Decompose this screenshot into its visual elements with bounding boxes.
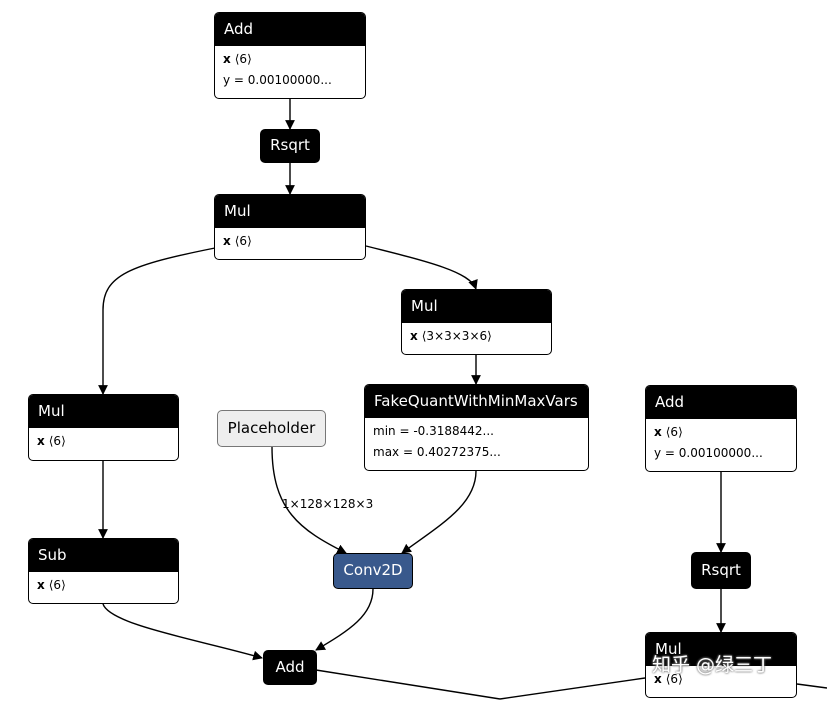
node-title: Sub — [29, 539, 178, 572]
attr-value: ⟨6⟩ — [665, 425, 683, 439]
edge-right-out — [796, 683, 827, 689]
node-title: Placeholder — [227, 419, 316, 437]
attr-value: ⟨6⟩ — [48, 434, 66, 448]
attr-name: x — [223, 234, 231, 248]
node-title: Add — [275, 658, 305, 676]
node-add-2[interactable]: Add x⟨6⟩ y = 0.00100000... — [645, 385, 797, 472]
attr-name: x — [654, 425, 662, 439]
edge-mul4-out — [499, 677, 646, 700]
node-title: Rsqrt — [270, 136, 310, 154]
attr-name: x — [410, 329, 418, 343]
node-title: Mul — [29, 395, 178, 428]
node-add-3[interactable]: Add — [263, 650, 317, 685]
node-title: Mul — [402, 290, 551, 323]
node-title: Add — [646, 386, 796, 419]
edge-conv2d-add3 — [315, 588, 374, 651]
attr-name: x — [37, 578, 45, 592]
node-title: Mul — [215, 195, 365, 228]
node-placeholder[interactable]: Placeholder — [217, 410, 326, 447]
edge-mul1-mul3 — [98, 247, 216, 395]
attr-value: ⟨3×3×3×6⟩ — [421, 329, 492, 343]
edge-placeholder-conv2d — [271, 446, 347, 554]
edge-fakequant-conv2d — [401, 470, 477, 554]
attr-name: x — [37, 434, 45, 448]
node-rsqrt-2[interactable]: Rsqrt — [691, 552, 751, 589]
watermark: 知乎 @绿三丁 — [652, 654, 773, 676]
node-mul-3[interactable]: Mul x⟨6⟩ — [28, 394, 179, 461]
node-add-1[interactable]: Add x⟨6⟩ y = 0.00100000... — [214, 12, 366, 99]
edge-add3-out — [315, 669, 501, 700]
attr-value: ⟨6⟩ — [48, 578, 66, 592]
attr-min: min = -0.3188442... — [373, 424, 494, 438]
node-title: Mul — [646, 633, 796, 666]
edge-sub-add3 — [102, 603, 263, 661]
edge-mul1-mul2 — [365, 245, 478, 290]
node-mul-4[interactable]: Mul x⟨6⟩ — [645, 632, 797, 698]
node-rsqrt-1[interactable]: Rsqrt — [260, 129, 320, 163]
node-mul-1[interactable]: Mul x⟨6⟩ — [214, 194, 366, 260]
attr-value: ⟨6⟩ — [665, 672, 683, 686]
node-fakequant[interactable]: FakeQuantWithMinMaxVars min = -0.3188442… — [364, 384, 589, 471]
node-mul-2[interactable]: Mul x⟨3×3×3×6⟩ — [401, 289, 552, 355]
node-title: Add — [215, 13, 365, 46]
attr-max: max = 0.40272375... — [373, 445, 501, 459]
attr-y: y = 0.00100000... — [223, 73, 332, 87]
node-title: Conv2D — [343, 561, 403, 579]
attr-y: y = 0.00100000... — [654, 446, 763, 460]
node-sub[interactable]: Sub x⟨6⟩ — [28, 538, 179, 604]
attr-value: ⟨6⟩ — [234, 52, 252, 66]
attr-name: x — [654, 672, 662, 686]
edge-label-placeholder-conv: 1×128×128×3 — [282, 497, 374, 511]
node-conv2d[interactable]: Conv2D — [333, 553, 413, 589]
attr-value: ⟨6⟩ — [234, 234, 252, 248]
attr-name: x — [223, 52, 231, 66]
node-title: Rsqrt — [701, 561, 741, 579]
node-title: FakeQuantWithMinMaxVars — [365, 385, 588, 418]
